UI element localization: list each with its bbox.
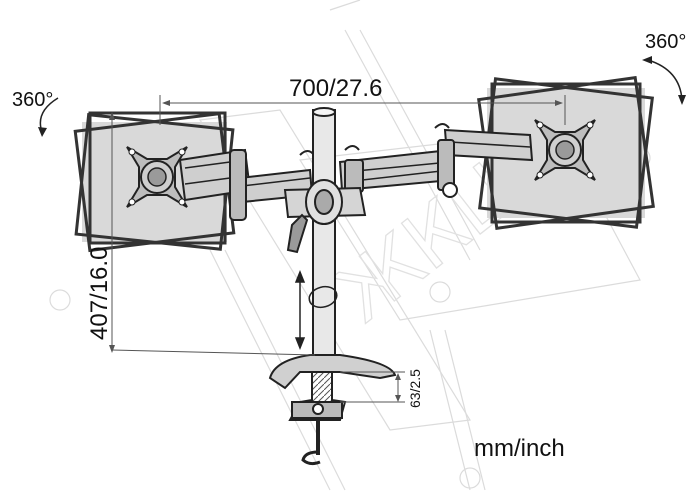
clamp-dimension-label: 63/2.5 (407, 369, 423, 408)
dimension-lines (109, 95, 566, 403)
width-dimension-label: 700/27.6 (289, 75, 382, 102)
right-vesa-plate (534, 119, 596, 181)
height-adjust-arrow (294, 269, 338, 351)
right-arm (299, 123, 534, 198)
rotation-right-label: 360° (645, 31, 686, 53)
left-monitor (73, 111, 236, 253)
rotation-right-arrow (642, 56, 686, 105)
rotation-left-label: 360° (12, 89, 53, 111)
units-label: mm/inch (474, 435, 565, 462)
desk-clamp (288, 371, 347, 466)
rotation-left-arrow (38, 97, 59, 137)
left-vesa-plate (126, 146, 188, 208)
height-dimension-label: 407/16.0 (86, 247, 113, 340)
pole (312, 107, 336, 366)
center-hub (283, 179, 367, 254)
